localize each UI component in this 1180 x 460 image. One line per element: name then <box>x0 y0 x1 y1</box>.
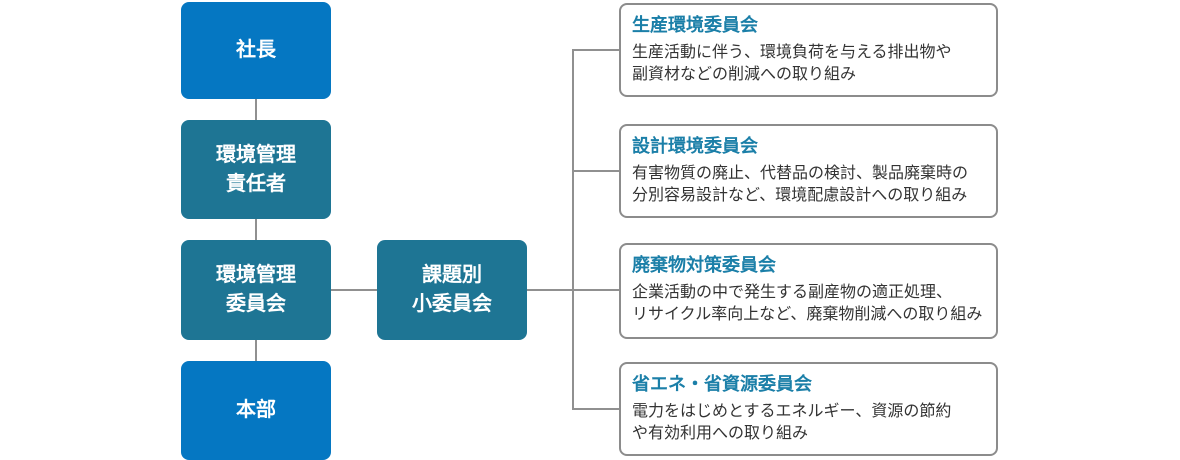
committee-title: 省エネ・省資源委員会 <box>632 374 812 394</box>
node-subcommittee-label: 課題別 小委員会 <box>412 264 492 315</box>
node-subcommittee: 課題別 小委員会 <box>377 240 527 340</box>
connector-president-manager <box>255 99 257 120</box>
connector-branch-production <box>574 49 619 51</box>
committee-title: 廃棄物対策委員会 <box>632 255 776 275</box>
committee-description: 生産活動に伴う、環境負荷を与える排出物や 副資材などの削減への取り組み <box>632 44 952 84</box>
committee-description: 電力をはじめとするエネルギー、資源の節約 や有効利用への取り組み <box>632 403 952 443</box>
committee-card-waste: 廃棄物対策委員会 企業活動の中で発生する副産物の適正処理、 リサイクル率向上など… <box>619 243 998 339</box>
connector-branch-energy <box>574 408 619 410</box>
node-env-manager-label: 環境管理 責任者 <box>216 143 296 195</box>
connector-committee-subcommittee <box>331 289 377 291</box>
node-headquarters: 本部 <box>181 361 331 460</box>
connector-manager-committee <box>255 219 257 240</box>
node-president: 社長 <box>181 2 331 99</box>
connector-trunk <box>572 49 574 410</box>
connector-branch-design <box>574 170 619 172</box>
node-env-manager: 環境管理 責任者 <box>181 120 331 219</box>
node-president-label: 社長 <box>236 39 276 61</box>
connector-committee-headquarters <box>255 340 257 361</box>
node-env-committee: 環境管理 委員会 <box>181 240 331 340</box>
committee-card-energy: 省エネ・省資源委員会 電力をはじめとするエネルギー、資源の節約 や有効利用への取… <box>619 362 998 456</box>
committee-title: 設計環境委員会 <box>632 136 758 156</box>
node-env-committee-label: 環境管理 委員会 <box>216 264 296 315</box>
committee-description: 企業活動の中で発生する副産物の適正処理、 リサイクル率向上など、廃棄物削減への取… <box>632 284 983 324</box>
node-headquarters-label: 本部 <box>236 399 276 421</box>
committee-description: 有害物質の廃止、代替品の検討、製品廃棄時の 分別容易設計など、環境配慮設計への取… <box>632 165 969 205</box>
committee-card-design: 設計環境委員会 有害物質の廃止、代替品の検討、製品廃棄時の 分別容易設計など、環… <box>619 124 998 218</box>
committee-title: 生産環境委員会 <box>632 15 758 35</box>
committee-card-production: 生産環境委員会 生産活動に伴う、環境負荷を与える排出物や 副資材などの削減への取… <box>619 3 998 97</box>
